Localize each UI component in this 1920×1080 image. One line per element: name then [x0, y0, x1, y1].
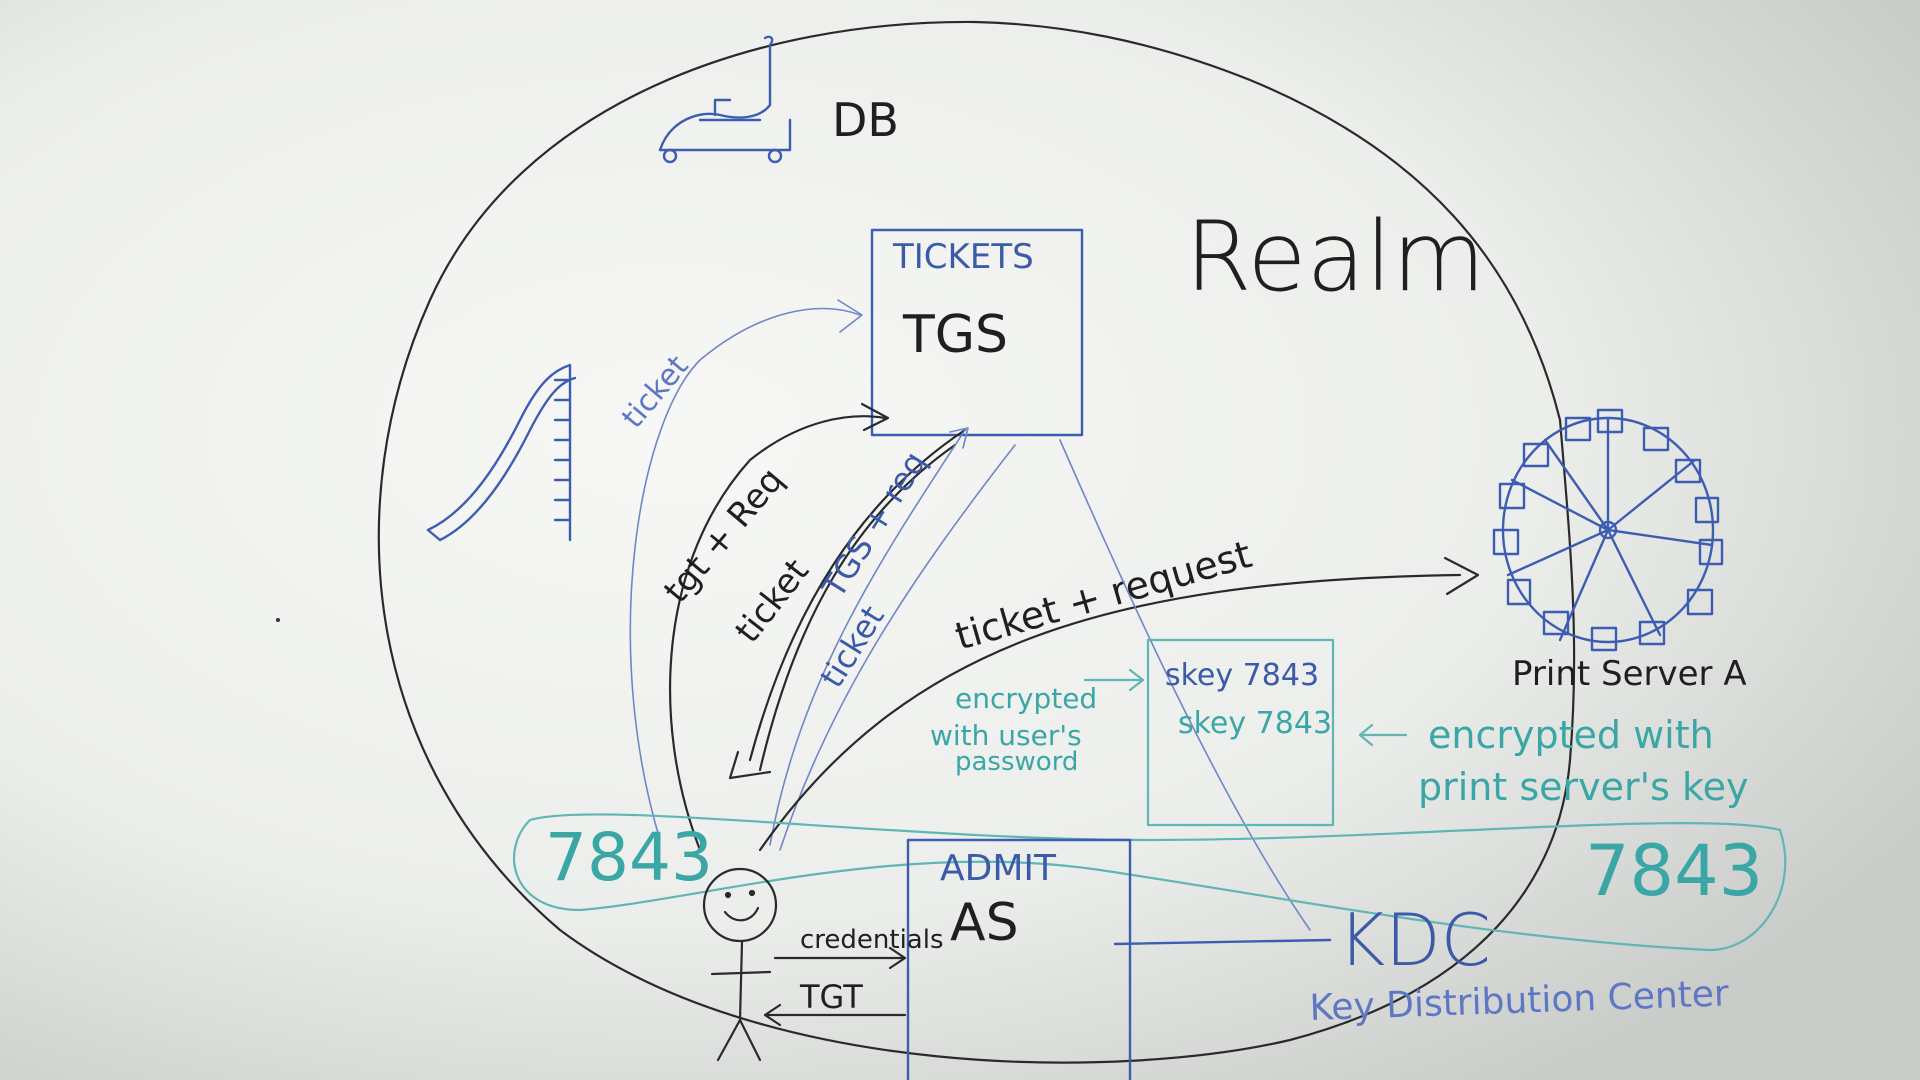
- ferris-wheel-icon: [1492, 408, 1724, 652]
- skey-label-1: skey 7843: [1165, 658, 1319, 693]
- arrow-encrypted-print: [1358, 723, 1408, 747]
- encrypted-print-label-2: print server's key: [1418, 765, 1749, 809]
- arrow-ticket-to-tgs: [629, 307, 861, 841]
- realm-boundary: [377, 20, 1576, 1064]
- arrow-tgt: [763, 1003, 907, 1027]
- arrow-encrypted-user: [1083, 668, 1145, 692]
- arrowhead-ticket-back: [728, 750, 772, 780]
- arrowhead-tgs-req: [949, 427, 969, 449]
- arrow-ticket-back-2: [758, 443, 957, 772]
- arrow-as-to-kdc: [1113, 938, 1332, 946]
- encrypted-user-label-1: encrypted: [955, 682, 1097, 715]
- arrowhead-ticket-request: [1443, 556, 1480, 596]
- password-left: 7843: [545, 819, 713, 896]
- admit-label: ADMIT: [940, 848, 1057, 889]
- password-band: [512, 813, 1787, 952]
- encrypted-user-label-2: with user's: [930, 719, 1082, 752]
- skey-label-2: skey 7843: [1178, 706, 1332, 741]
- tgs-label: TGS: [902, 305, 1008, 365]
- arrow-ticket-request: [758, 573, 1462, 852]
- user-stick-figure: [702, 867, 778, 1062]
- arrowhead-ticket-to-tgs: [837, 299, 863, 333]
- as-label: AS: [950, 893, 1019, 953]
- credentials-label: credentials: [800, 925, 944, 955]
- encrypted-print-label-1: encrypted with: [1428, 713, 1714, 757]
- tgs-box: [870, 228, 1084, 437]
- as-box: [906, 838, 1132, 1080]
- print-server-label: Print Server A: [1512, 654, 1747, 694]
- line-tgs-to-kdc: [1059, 439, 1311, 931]
- realm-label: Realm: [1185, 201, 1485, 313]
- db-label: DB: [832, 93, 899, 147]
- arrow-ticket-back: [748, 428, 967, 762]
- kdc-label: KDC: [1338, 898, 1491, 982]
- arrow-tgs-req: [769, 429, 966, 846]
- tgt-label: TGT: [799, 978, 863, 1016]
- arrow-credentials: [773, 946, 907, 970]
- tickets-label: TICKETS: [892, 237, 1034, 277]
- arrow-ticket-blue: [779, 444, 1016, 851]
- arrow-tgt-req: [668, 415, 887, 852]
- arrowhead-tgt-req: [860, 402, 890, 432]
- slide-icon: [426, 363, 577, 542]
- session-key-box: [1146, 638, 1335, 827]
- encrypted-user-label-3: password: [955, 747, 1078, 777]
- password-right: 7843: [1585, 830, 1763, 912]
- roller-coaster-icon: [658, 35, 792, 164]
- board-dot: [276, 618, 280, 622]
